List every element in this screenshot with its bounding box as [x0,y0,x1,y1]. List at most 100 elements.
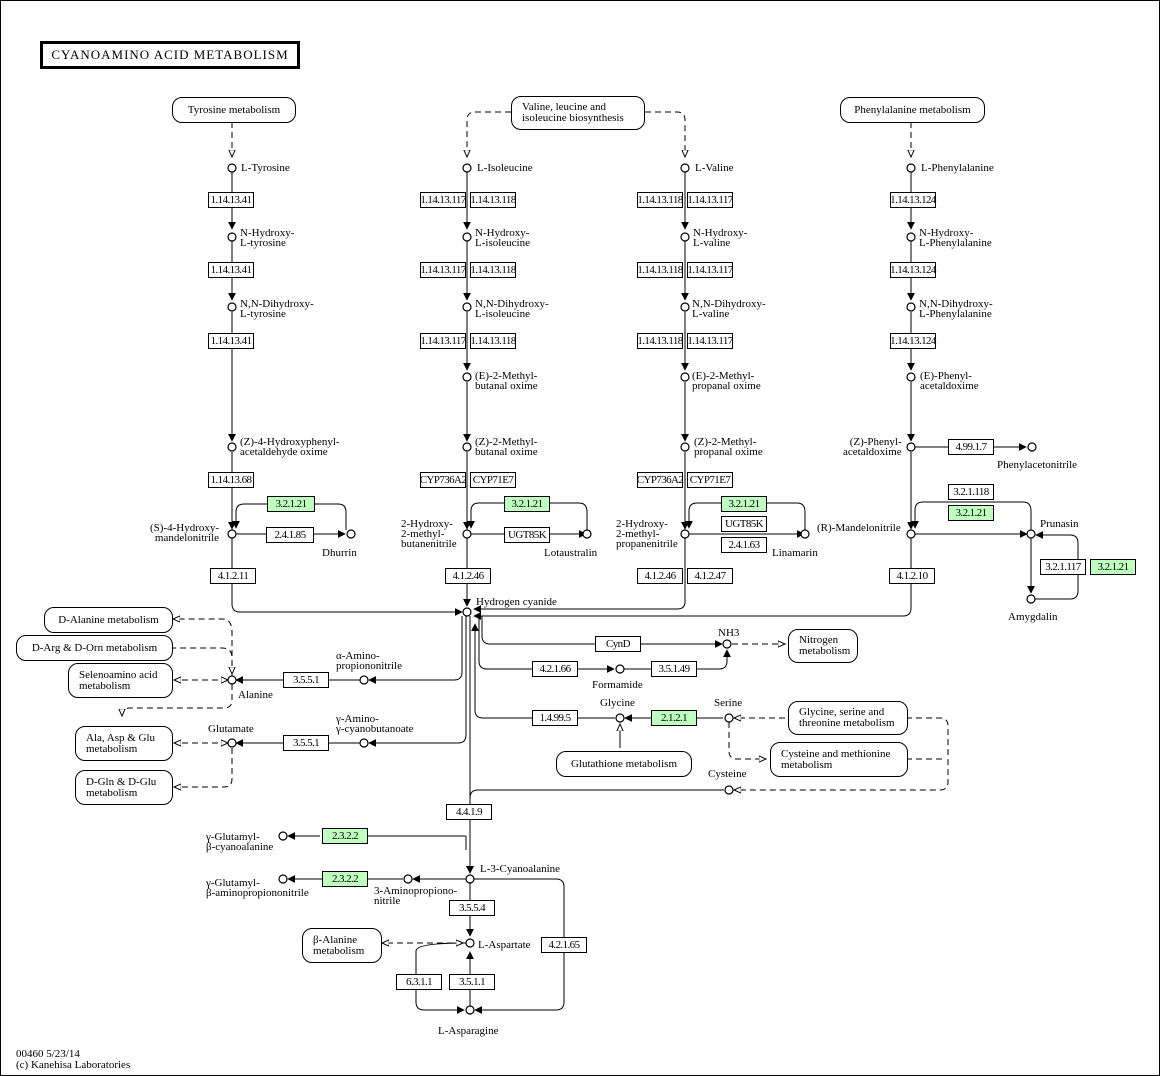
enzyme-box-1-14-13-124[interactable]: 1.14.13.124 [890,333,936,349]
enzyme-box-ugt85k[interactable]: UGT85K [721,516,767,532]
map-d-gln-d-glu-metabolism[interactable]: D-Gln & D-Glu metabolism [75,770,173,805]
enzyme-box-4-2-1-65[interactable]: 4.2.1.65 [541,937,587,953]
map-phenylalanine-metabolism[interactable]: Phenylalanine metabolism [840,97,985,123]
label-cysteine[interactable]: Cysteine [708,768,747,780]
label-phenylacetonitrile[interactable]: Phenylacetonitrile [997,459,1078,471]
label-hydroxy-methylbutane[interactable]: 2-Hydroxy- 2-methyl- butanenitrile [401,518,457,550]
label-alanine[interactable]: Alanine [238,689,273,701]
label-l-isoleucine[interactable]: L-Isoleucine [477,162,533,174]
map-beta-alanine-metabolism[interactable]: β-Alanine metabolism [302,928,382,963]
label-e-methylpropanal[interactable]: (E)-2-Methyl- propanal oxime [692,370,761,392]
label-linamarin[interactable]: Linamarin [772,547,818,559]
label-z-phenylacetaldoxime[interactable]: (Z)-Phenyl- acetaldoxime [843,436,902,458]
enzyme-box-4-1-2-47[interactable]: 4.1.2.47 [687,568,733,584]
enzyme-box-1-14-13-118[interactable]: 1.14.13.118 [470,333,516,349]
enzyme-box-4-2-1-66[interactable]: 4.2.1.66 [532,661,578,677]
enzyme-box-1-14-13-124[interactable]: 1.14.13.124 [890,192,936,208]
map-nitrogen-metabolism[interactable]: Nitrogen metabolism [788,629,858,663]
enzyme-box-1-14-13-41[interactable]: 1.14.13.41 [208,192,254,208]
enzyme-box-1-14-13-117[interactable]: 1.14.13.117 [420,192,466,208]
label-nn-dihydroxy-tyr[interactable]: N,N-Dihydroxy- L-tyrosine [240,298,314,320]
enzyme-box-2-3-2-2[interactable]: 2.3.2.2 [322,871,368,887]
enzyme-box-6-3-1-1[interactable]: 6.3.1.1 [396,974,442,990]
label-gamma-amino-cyanobutanoate[interactable]: γ-Amino- γ-cyanobutanoate [336,713,414,735]
enzyme-box-3-2-1-21[interactable]: 3.2.1.21 [504,496,550,512]
label-prunasin[interactable]: Prunasin [1040,518,1079,530]
enzyme-box-3-2-1-21[interactable]: 3.2.1.21 [267,496,315,512]
label-lotaustralin[interactable]: Lotaustralin [544,547,598,559]
label-amygdalin[interactable]: Amygdalin [1008,611,1058,623]
label-gamma-glutamyl-cyanoalanine[interactable]: γ-Glutamyl- β-cyanoalanine [206,831,274,853]
enzyme-box-2-4-1-85[interactable]: 2.4.1.85 [266,527,314,543]
label-serine[interactable]: Serine [714,697,743,709]
label-nh3[interactable]: NH3 [718,627,740,639]
label-formamide[interactable]: Formamide [592,679,643,691]
label-aminopropiononitrile[interactable]: 3-Aminopropiono- nitrile [374,885,458,907]
label-l-aspartate[interactable]: L-Aspartate [478,939,531,951]
label-gamma-glutamyl-aminoprop[interactable]: γ-Glutamyl- β-aminopropiononitrile [206,877,309,899]
enzyme-box-1-14-13-41[interactable]: 1.14.13.41 [208,333,254,349]
enzyme-box-cyp71e7[interactable]: CYP71E7 [470,472,516,488]
enzyme-box-2-1-2-1[interactable]: 2.1.2.1 [651,710,697,726]
label-z-methylpropanal[interactable]: (Z)-2-Methyl- propanal oxime [694,436,763,458]
map-d-arg-d-orn-metabolism[interactable]: D-Arg & D-Orn metabolism [16,635,173,661]
map-selenoamino-acid-metabolism[interactable]: Selenoamino acid metabolism [68,663,173,698]
enzyme-box-3-5-5-1[interactable]: 3.5.5.1 [283,672,329,688]
enzyme-box-1-14-13-118[interactable]: 1.14.13.118 [637,333,683,349]
label-alpha-aminopropiononitrile[interactable]: α-Amino- propiononitrile [336,650,402,672]
enzyme-box-1-4-99-5[interactable]: 1.4.99.5 [532,710,578,726]
enzyme-box-4-99-1-7[interactable]: 4.99.1.7 [948,439,994,455]
enzyme-box-1-14-13-118[interactable]: 1.14.13.118 [470,192,516,208]
enzyme-box-4-1-2-46[interactable]: 4.1.2.46 [637,568,683,584]
label-l-3-cyanoalanine[interactable]: L-3-Cyanoalanine [480,863,561,875]
map-gly-ser-thr-metabolism[interactable]: Glycine, serine and threonine metabolism [788,701,908,735]
label-e-phenylacetaldoxime[interactable]: (E)-Phenyl- acetaldoxime [920,370,979,392]
map-tyrosine-metabolism[interactable]: Tyrosine metabolism [172,97,296,123]
label-n-hydroxy-phe[interactable]: N-Hydroxy- L-Phenylalanine [919,227,992,249]
enzyme-box-4-1-2-46[interactable]: 4.1.2.46 [445,568,491,584]
map-val-leu-ile-biosynthesis[interactable]: Valine, leucine and isoleucine biosynthe… [511,96,645,130]
label-glutamate[interactable]: Glutamate [208,723,254,735]
label-hydrogen-cyanide[interactable]: Hydrogen cyanide [476,596,557,608]
label-r-mandelonitrile[interactable]: (R)-Mandelonitrile [817,522,901,534]
map-cys-met-metabolism[interactable]: Cysteine and methionine metabolism [770,742,908,777]
label-z-4-hydroxyphenyl[interactable]: (Z)-4-Hydroxyphenyl- acetaldehyde oxime [240,436,340,458]
enzyme-box-2-3-2-2[interactable]: 2.3.2.2 [322,828,368,844]
label-nn-dihydroxy-val[interactable]: N,N-Dihydroxy- L-valine [692,298,766,320]
enzyme-box-1-14-13-118[interactable]: 1.14.13.118 [637,192,683,208]
enzyme-box-3-2-1-21[interactable]: 3.2.1.21 [1090,559,1136,575]
enzyme-box-3-2-1-21[interactable]: 3.2.1.21 [721,496,767,512]
label-l-phenylalanine[interactable]: L-Phenylalanine [921,162,994,174]
enzyme-box-4-4-1-9[interactable]: 4.4.1.9 [446,804,492,820]
enzyme-box-cyp71e7[interactable]: CYP71E7 [687,472,733,488]
label-dhurrin[interactable]: Dhurrin [322,547,357,559]
enzyme-box-3-5-5-4[interactable]: 3.5.5.4 [449,900,495,916]
enzyme-box-3-5-1-49[interactable]: 3.5.1.49 [651,661,697,677]
map-ala-asp-glu-metabolism[interactable]: Ala, Asp & Glu metabolism [75,726,173,761]
enzyme-box-1-14-13-117[interactable]: 1.14.13.117 [687,333,733,349]
label-n-hydroxy-tyr[interactable]: N-Hydroxy- L-tyrosine [240,227,295,249]
enzyme-box-cynd[interactable]: CynD [595,636,641,652]
label-l-tyrosine[interactable]: L-Tyrosine [241,162,290,174]
label-e-methylbutanal[interactable]: (E)-2-Methyl- butanal oxime [475,370,538,392]
label-glycine[interactable]: Glycine [600,697,635,709]
enzyme-box-3-2-1-21[interactable]: 3.2.1.21 [948,505,994,521]
enzyme-box-3-5-1-1[interactable]: 3.5.1.1 [449,974,495,990]
enzyme-box-3-2-1-117[interactable]: 3.2.1.117 [1040,559,1086,575]
label-hydroxy-methylpropane[interactable]: 2-Hydroxy- 2-methyl- propanenitrile [616,518,678,550]
enzyme-box-cyp736a2[interactable]: CYP736A2 [636,472,684,488]
label-z-methylbutanal[interactable]: (Z)-2-Methyl- butanal oxime [475,436,538,458]
label-l-valine[interactable]: L-Valine [695,162,734,174]
enzyme-box-1-14-13-118[interactable]: 1.14.13.118 [470,262,516,278]
enzyme-box-1-14-13-68[interactable]: 1.14.13.68 [208,472,254,488]
label-s-4-hydroxymandelo[interactable]: (S)-4-Hydroxy- mandelonitrile [150,522,220,544]
enzyme-box-ugt85k[interactable]: UGT85K [504,527,550,543]
enzyme-box-cyp736a2[interactable]: CYP736A2 [419,472,467,488]
enzyme-box-4-1-2-10[interactable]: 4.1.2.10 [889,568,935,584]
enzyme-box-1-14-13-117[interactable]: 1.14.13.117 [420,262,466,278]
enzyme-box-1-14-13-117[interactable]: 1.14.13.117 [420,333,466,349]
map-glutathione-metabolism[interactable]: Glutathione metabolism [556,751,692,777]
enzyme-box-1-14-13-117[interactable]: 1.14.13.117 [687,192,733,208]
enzyme-box-2-4-1-63[interactable]: 2.4.1.63 [721,537,767,553]
enzyme-box-4-1-2-11[interactable]: 4.1.2.11 [210,568,256,584]
